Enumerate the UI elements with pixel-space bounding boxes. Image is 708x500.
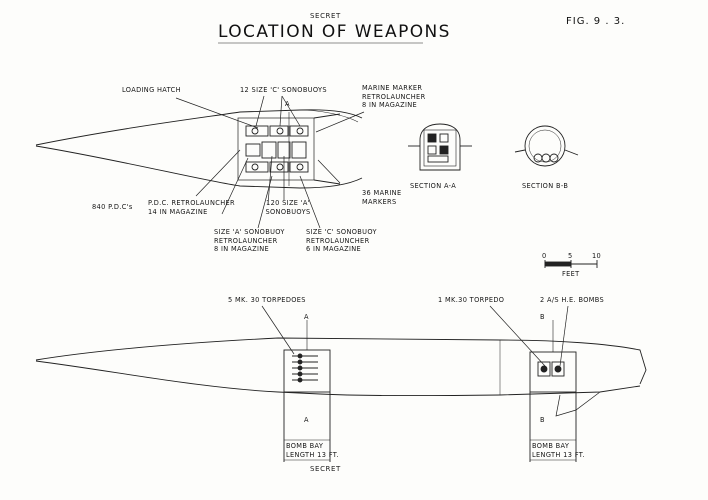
label-right-bomb-bay: BOMB BAY LENGTH 13 FT.	[532, 442, 585, 459]
scale-bar	[544, 260, 598, 268]
plan-view-weapon-bay	[237, 113, 341, 185]
label-section-a-a: SECTION A-A	[410, 182, 457, 190]
plan-view-leader-lines	[175, 95, 365, 229]
label-pdc-retrolauncher: P.D.C. RETROLAUNCHER 14 IN MAGAZINE	[148, 199, 235, 216]
label-840-pdcs: 840 P.D.C's	[92, 203, 133, 211]
label-12-size-c-sonobuoys: 12 SIZE 'C' SONOBUOYS	[240, 86, 327, 94]
label-120-size-a-sonobuoys: 120 SIZE 'A' SONOBUOYS	[265, 199, 311, 216]
label-section-a-side-top: A	[304, 313, 309, 321]
plan-view-hull	[35, 109, 363, 189]
scale-unit: FEET	[562, 270, 580, 278]
label-36-marine-markers: 36 MARINE MARKERS	[362, 189, 402, 206]
label-section-b-side-bottom: B	[540, 416, 545, 424]
label-marine-marker-retrolauncher: MARINE MARKER RETROLAUNCHER 8 IN MAGAZIN…	[362, 84, 426, 110]
scale-tick-0: 0	[542, 252, 547, 260]
label-1-mk30-torpedo: 1 MK.30 TORPEDO	[438, 296, 505, 304]
section-b-b-drawing	[514, 125, 579, 167]
label-loading-hatch: LOADING HATCH	[122, 86, 181, 94]
elevation-view-leader-lines	[261, 305, 569, 367]
left-bomb-bay	[283, 320, 331, 462]
label-left-bomb-bay: BOMB BAY LENGTH 13 FT.	[286, 442, 339, 459]
figure-number: FIG. 9 . 3.	[566, 16, 626, 27]
elevation-view-hull	[35, 337, 647, 417]
scale-tick-5: 5	[568, 252, 573, 260]
label-section-a-top-view: A	[285, 100, 290, 108]
section-a-a-drawing	[408, 123, 472, 171]
page-title: LOCATION OF WEAPONS	[218, 22, 451, 42]
classification-bottom: SECRET	[310, 465, 341, 473]
classification-top: SECRET	[310, 12, 341, 20]
label-section-a-side-bottom: A	[304, 416, 309, 424]
label-2-as-he-bombs: 2 A/S H.E. BOMBS	[540, 296, 605, 304]
label-size-c-sonobuoy-retrolauncher: SIZE 'C' SONOBUOY RETROLAUNCHER 6 IN MAG…	[306, 228, 377, 254]
label-section-b-b: SECTION B-B	[522, 182, 569, 190]
label-size-a-sonobuoy-retrolauncher: SIZE 'A' SONOBUOY RETROLAUNCHER 8 IN MAG…	[214, 228, 285, 254]
scale-tick-10: 10	[592, 252, 602, 260]
label-5-mk30-torpedoes: 5 MK. 30 TORPEDOES	[228, 296, 306, 304]
right-bomb-bay	[529, 320, 577, 462]
label-section-b-side-top: B	[540, 313, 545, 321]
